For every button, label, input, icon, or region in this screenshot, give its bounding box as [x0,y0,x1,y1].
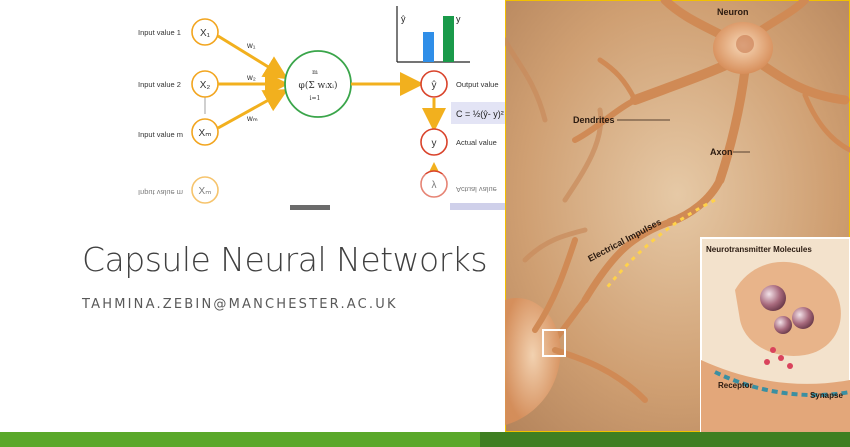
cost-formula: C = ½(ŷ- y)² [456,109,504,119]
bottom-bar-dark [480,432,850,447]
bottom-accent-bar [0,432,850,447]
bar-y [443,16,454,62]
weight-2: w₂ [246,73,256,82]
arrow-x1 [217,34,289,80]
weight-m: wₘ [246,114,258,123]
label-receptor: Receptor [718,381,753,390]
input-node-1 [191,18,219,46]
label-dendrites: Dendrites [573,115,615,125]
reflected-input-label: Input value m [138,188,183,197]
arrow-xm [217,89,289,130]
input-label-1: Input value 1 [138,28,181,37]
reflected-input-node [191,176,219,204]
reflection-blue-bar [450,203,505,210]
label-neurotransmitter: Neurotransmitter Molecules [706,245,812,254]
reflected-actual-node-label: λ [432,180,437,191]
reflected-actual-node [420,170,448,198]
output-node-label: ŷ [432,80,437,91]
mini-chart-label-y: y [456,14,461,24]
perceptron-diagram: Input value 1 Input value 2 Input value … [125,6,505,210]
label-synapse: Synapse [810,391,843,400]
activation-formula: φ(Σ wᵢxᵢ) [299,80,338,91]
bar-y-hat [423,32,434,62]
input-label-m: Input value m [138,130,183,139]
weight-1: w₁ [246,41,256,50]
input-node-m [191,118,219,146]
actual-label: Actual value [456,138,497,147]
sum-upper: m [312,69,318,76]
synapse-inset: Neurotransmitter Molecules Receptor Syna… [700,237,850,432]
label-axon: Axon [710,147,733,157]
reflection-dark-bar [290,205,330,210]
reflected-actual-label: Actual value [456,185,497,194]
reflected-input-node-label: Xₘ [199,186,212,197]
neuron-illustration: Neuron Dendrites Axon Electrical Impulse… [505,0,850,432]
label-neuron: Neuron [717,7,749,17]
mini-bar-chart: ŷ y [396,6,470,63]
input-label-2: Input value 2 [138,80,181,89]
slide-subtitle: TAHMINA.ZEBIN@MANCHESTER.AC.UK [82,297,398,312]
actual-node [420,128,448,156]
output-label: Output value [456,80,499,89]
mini-chart-label-hat: ŷ [401,14,406,24]
highlight-box [542,329,566,357]
actual-node-label: y [432,138,437,149]
input-node-m-label: Xₘ [199,128,212,139]
reflection-fade [125,174,505,210]
cost-box [451,102,505,124]
sum-lower: i=1 [310,95,321,102]
output-node [420,70,448,98]
input-node-2-label: X₂ [200,80,211,91]
input-node-1-label: X₁ [200,28,211,39]
slide-title: Capsule Neural Networks [82,240,488,279]
